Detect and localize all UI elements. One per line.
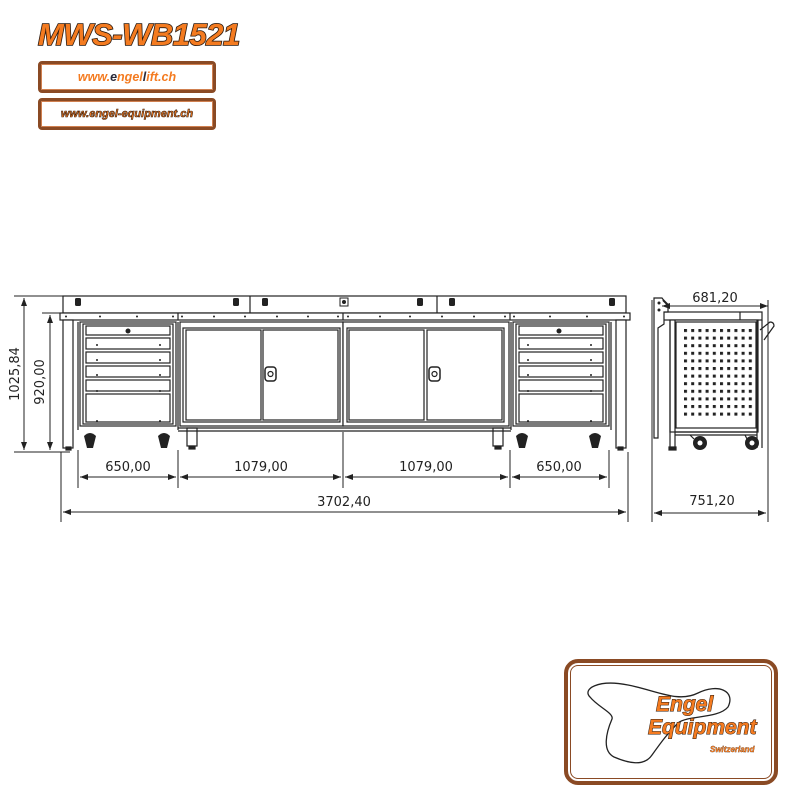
dim-depth-top: 681,20 (692, 291, 738, 306)
front-dimensions (14, 295, 629, 522)
backboard-hooks (75, 298, 615, 306)
logo-equipment: Equipment (648, 716, 757, 740)
dim-segment-3: 1079,00 (399, 460, 453, 475)
lock-icon (556, 328, 562, 334)
front-view (59, 295, 631, 451)
model-title: MWS-WB1521 (37, 17, 241, 53)
casters-right (516, 433, 601, 448)
backboard (62, 295, 627, 314)
side-dimensions (651, 300, 769, 522)
logo-engel: Engel (655, 693, 714, 717)
logo-swoosh-icon (587, 682, 731, 764)
door-cabinet-2 (342, 321, 510, 450)
dim-segment-4: 650,00 (536, 460, 582, 475)
door-cabinet-1 (179, 321, 344, 450)
casters-left (84, 433, 170, 448)
url-1-suffix: ift.ch (146, 70, 177, 84)
dim-overall-width: 3702,40 (317, 495, 371, 510)
url-1-l: l (142, 70, 147, 84)
pegboard-panel (684, 329, 756, 420)
left-drawer-cabinet (77, 321, 179, 448)
door-handle-icon (264, 366, 277, 382)
url-1-prefix: www. (77, 70, 111, 84)
power-outlet-icon (339, 297, 349, 307)
dim-worktop-height: 920,00 (33, 359, 48, 405)
logo-switzerland: Switzerland (710, 745, 755, 754)
side-view (653, 297, 775, 451)
url-1-e: e (110, 70, 118, 84)
door-handle-icon (428, 366, 441, 382)
dim-overall-height: 1025,84 (8, 347, 23, 401)
worktop (59, 312, 631, 321)
lock-icon (125, 328, 131, 334)
left-leg (62, 319, 74, 449)
url-2-text: www.engel-equipment.ch (60, 108, 194, 121)
dim-depth-overall: 751,20 (689, 494, 735, 509)
right-drawer-cabinet (510, 321, 612, 448)
engel-equipment-logo: Engel Equipment Switzerland (564, 659, 778, 785)
url-1-mid: ngel (117, 70, 143, 84)
dim-segment-2: 1079,00 (234, 460, 288, 475)
right-leg (615, 319, 627, 449)
dim-segment-1: 650,00 (105, 460, 151, 475)
engel-equipment-url-box[interactable]: www.engel-equipment.ch (38, 98, 216, 130)
